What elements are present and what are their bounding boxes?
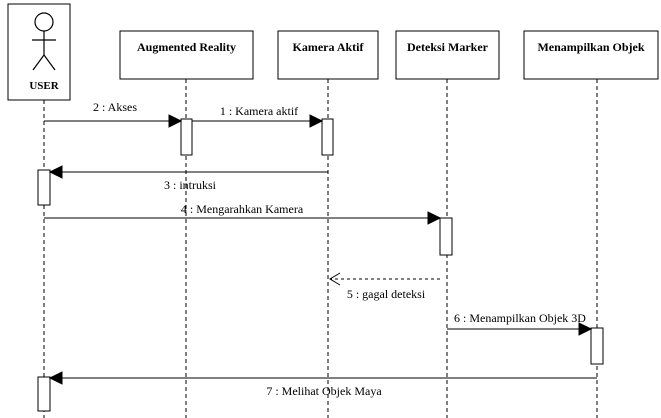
arrowhead-icon	[48, 371, 63, 385]
arrowhead-icon	[168, 114, 183, 128]
object-menampilkan-objek: Menampilkan Objek	[523, 30, 659, 80]
object-box	[395, 30, 500, 80]
activation-deteksi-marker	[439, 217, 453, 256]
message-label: 3 : intruksi	[164, 178, 217, 192]
object-kamera-aktif: Kamera Aktif	[277, 30, 379, 80]
message-label: 5 : gagal deteksi	[347, 287, 426, 301]
object-box	[277, 30, 379, 80]
actor-user: USER	[7, 3, 71, 101]
open-arrowhead-icon	[329, 272, 341, 286]
actor-label: USER	[29, 80, 59, 92]
message-label: 4 : Mengarahkan Kamera	[181, 202, 304, 216]
arrowhead-icon	[48, 165, 63, 179]
message-menampilkan-objek-3d: 6 : Menampilkan Objek 3D	[447, 311, 593, 336]
object-box	[119, 30, 254, 80]
object-label: Menampilkan Objek	[537, 40, 644, 54]
activation-user-1	[37, 169, 51, 206]
message-label: 2 : Akses	[93, 100, 137, 114]
activation-kamera-aktif	[321, 118, 334, 156]
object-label: Kamera Aktif	[293, 40, 365, 54]
message-gagal-deteksi: 5 : gagal deteksi	[329, 272, 440, 301]
message-melihat-objek-maya: 7 : Melihat Objek Maya	[48, 371, 597, 398]
message-akses: 2 : Akses	[44, 100, 183, 128]
object-label: Deteksi Marker	[407, 40, 489, 54]
message-label: 6 : Menampilkan Objek 3D	[454, 311, 586, 325]
arrowhead-icon	[578, 322, 593, 336]
object-augmented-reality: Augmented Reality	[119, 30, 254, 80]
message-kamera-aktif: 1 : Kamera aktif	[192, 104, 324, 128]
object-deteksi-marker: Deteksi Marker	[395, 30, 500, 80]
message-mengarahkan-kamera: 4 : Mengarahkan Kamera	[44, 202, 442, 225]
arrowhead-icon	[427, 211, 442, 225]
actor-stick-figure-icon	[32, 12, 56, 71]
message-label: 7 : Melihat Objek Maya	[266, 384, 382, 398]
activation-user-2	[37, 376, 51, 412]
object-label: Augmented Reality	[137, 40, 236, 54]
object-box	[523, 30, 659, 80]
activation-menampilkan-objek	[590, 327, 604, 365]
activation-augmented-reality	[180, 118, 193, 156]
arrowhead-icon	[309, 114, 324, 128]
message-intruksi: 3 : intruksi	[48, 165, 328, 192]
message-label: 1 : Kamera aktif	[220, 104, 298, 118]
actor-box	[7, 3, 71, 101]
